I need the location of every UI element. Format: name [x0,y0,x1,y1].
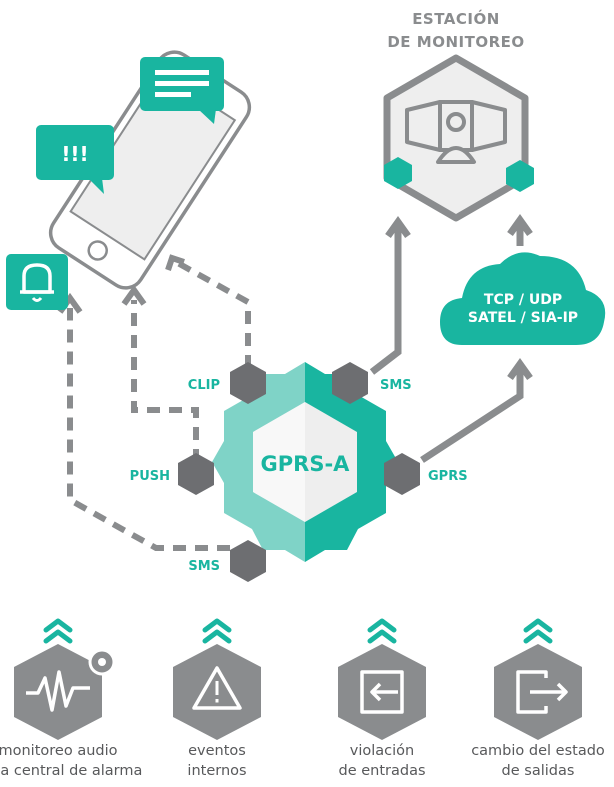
push-label: PUSH [130,469,170,484]
event-outputs [494,644,582,740]
event-inputs-line1: violación [350,743,414,759]
cloud-line2: SATEL / SIA-IP [468,310,578,326]
dashed-connectors [67,259,251,551]
bell-icon [6,254,68,310]
sms-phone-port [230,540,266,582]
sms-to-station-line [369,224,402,375]
monitoring-station: ESTACIÓN DE MONITOREO [383,9,534,222]
gprs-port [384,453,420,495]
sms-station-port [332,362,368,404]
channel-labels: CLIP SMS PUSH GPRS SMS [130,378,468,574]
event-outputs-line2: de salidas [502,763,575,779]
push-dashed-line [131,300,199,462]
station-connector-right [506,160,534,192]
solid-connectors [369,213,533,463]
event-inputs-line2: de entradas [338,763,425,779]
input-arrow-icon [360,670,404,714]
gprs-label: GPRS [428,469,468,484]
alert-bubble-icon: !!! [36,125,114,194]
alert-bubble-text: !!! [61,142,88,166]
event-audio [14,644,116,740]
push-port [178,453,214,495]
cloud-line1: TCP / UDP [484,292,562,308]
event-outputs-line1: cambio del estado [471,743,605,759]
event-audio-line2: de la central de alarma [0,763,142,779]
gprs-to-cloud-line [420,364,524,463]
event-internal-line2: internos [187,763,246,779]
cloud-protocols: TCP / UDP SATEL / SIA-IP [440,252,606,345]
clip-label: CLIP [188,378,220,393]
warning-triangle-icon [192,666,242,710]
output-arrow-icon [516,670,568,714]
message-bubble-icon [140,57,224,124]
station-connector-left [384,157,412,189]
event-internal [173,644,261,740]
event-audio-line1: monitoreo audio [0,743,118,759]
event-internal-line1: eventos [188,743,246,759]
sms-phone-dashed-line [67,308,230,551]
smartphone: !!! [6,50,252,310]
gprs-a-module: GPRS-A [212,362,398,562]
event-inputs [338,644,426,740]
clip-dashed-line [174,259,251,368]
clip-port [230,362,266,404]
event-sources: monitoreo audio de la central de alarma … [0,618,605,779]
sms-station-label: SMS [380,378,412,393]
audio-waveform-icon [26,648,116,712]
station-title-line2: DE MONITOREO [387,33,524,51]
station-title-line1: ESTACIÓN [412,9,500,28]
sms-phone-label: SMS [188,559,220,574]
operator-monitor-icon [405,100,507,164]
module-label: GPRS-A [261,452,351,476]
port-hexagons [178,362,420,582]
